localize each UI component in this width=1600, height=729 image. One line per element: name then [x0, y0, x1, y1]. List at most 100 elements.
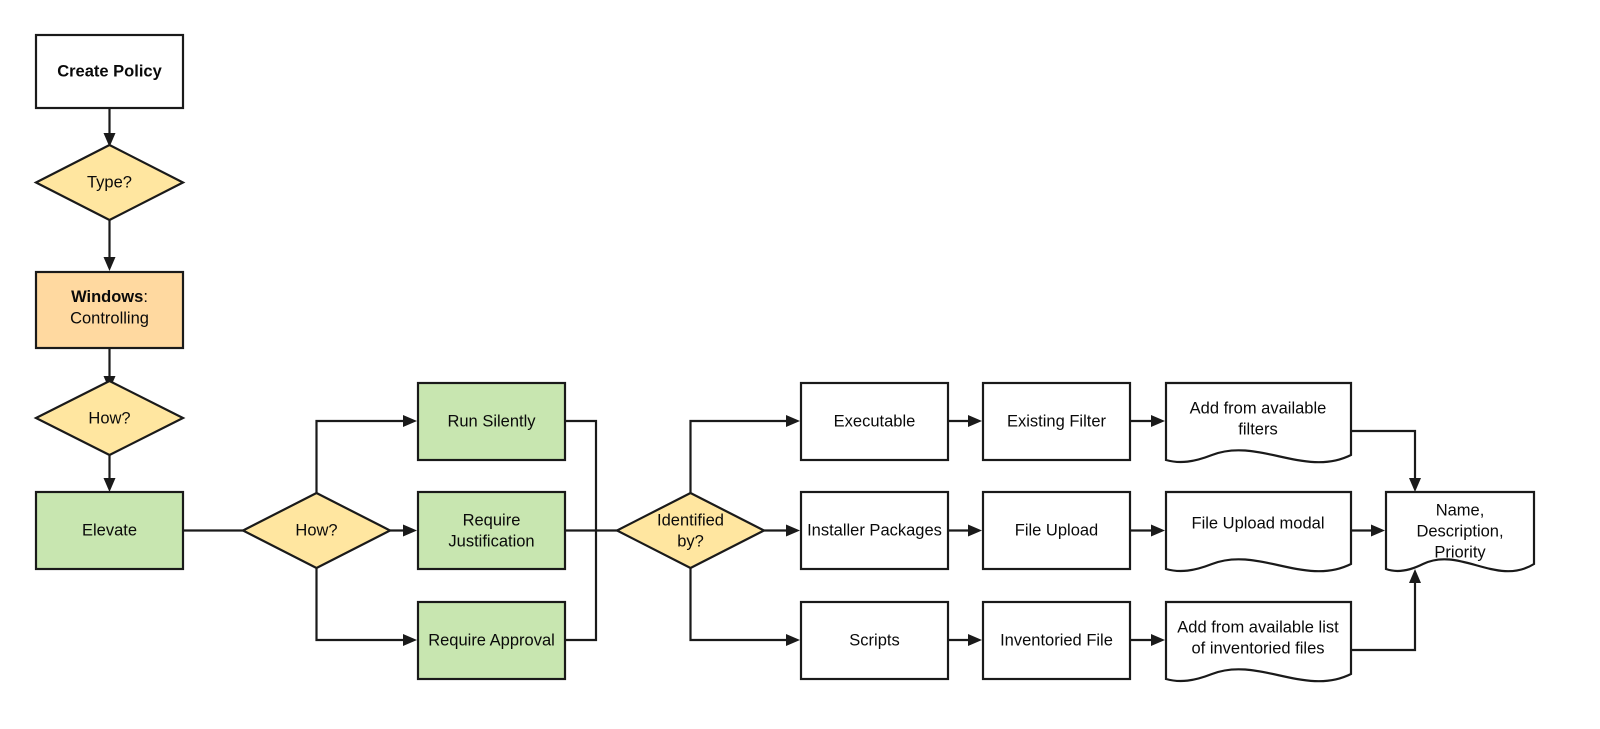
require-justification-label-line2: Justification	[448, 532, 534, 550]
how-decision-2-diamond[interactable]	[240, 491, 393, 570]
edge-how2-to-run-silently	[315, 415, 417, 493]
edge-require-approval-to-identified-by	[565, 530, 598, 642]
create-policy-label: Create Policy	[57, 62, 162, 80]
arrowhead-icon	[103, 257, 116, 271]
run-silently-box[interactable]	[416, 381, 567, 462]
node-elevate[interactable]: Elevate	[34, 490, 185, 571]
node-type-decision[interactable]: Type?	[33, 143, 186, 222]
executable-label: Executable	[834, 412, 916, 430]
arrowhead-icon	[403, 524, 417, 537]
node-scripts[interactable]: Scripts	[799, 600, 950, 681]
windows-controlling-label-line1: Windows:	[71, 288, 148, 306]
edge-how1-to-elevate	[103, 455, 116, 492]
existing-filter-box[interactable]	[981, 381, 1132, 462]
edge-scripts-to-inventoried-file	[948, 634, 982, 646]
inventoried-file-box[interactable]	[981, 600, 1132, 681]
node-require-approval[interactable]: Require Approval	[416, 600, 567, 681]
file-upload-modal-label: File Upload modal	[1192, 514, 1325, 532]
edge-inventoried-file-to-add-inventoried-list	[1130, 634, 1165, 646]
type-decision-diamond[interactable]	[33, 143, 186, 222]
how-decision-2-label: How?	[295, 521, 337, 539]
arrowhead-icon	[786, 415, 800, 427]
node-inventoried-file[interactable]: Inventoried File	[981, 600, 1132, 681]
node-identified-by-decision[interactable]: Identified by?	[614, 491, 767, 570]
name-description-priority-document[interactable]	[1384, 490, 1536, 573]
arrowhead-icon	[403, 415, 417, 427]
edge-identified-by-to-executable	[689, 415, 800, 493]
node-add-from-available-filters[interactable]: Add from available filters	[1164, 381, 1353, 464]
require-justification-label-line1: Require	[463, 511, 521, 529]
node-how-decision-1[interactable]: How?	[33, 379, 186, 457]
node-run-silently[interactable]: Run Silently	[416, 381, 567, 462]
file-upload-box[interactable]	[981, 490, 1132, 571]
node-executable[interactable]: Executable	[799, 381, 950, 462]
edge-existing-filter-to-add-filters	[1130, 415, 1165, 427]
type-decision-label: Type?	[87, 173, 132, 191]
name-description-priority-label-line1: Name,	[1436, 501, 1485, 519]
installer-packages-box[interactable]	[799, 490, 950, 571]
edge-run-silently-to-identified-by	[565, 419, 598, 531]
elevate-label: Elevate	[82, 521, 137, 539]
edge-type-to-windows	[103, 220, 116, 271]
edge-add-inventoried-list-to-name-description-priority	[1351, 569, 1421, 652]
arrowhead-icon	[103, 478, 116, 492]
windows-controlling-box[interactable]	[34, 270, 185, 350]
arrowhead-icon	[1151, 634, 1165, 646]
node-file-upload-modal[interactable]: File Upload modal	[1164, 490, 1353, 573]
node-add-from-inventoried-list[interactable]: Add from available list of inventoried f…	[1164, 600, 1353, 683]
executable-box[interactable]	[799, 381, 950, 462]
add-from-available-filters-document[interactable]	[1164, 381, 1353, 464]
arrowhead-icon	[968, 634, 982, 646]
edge-how2-to-require-justification	[390, 524, 417, 537]
add-from-inventoried-list-label-line1: Add from available list	[1177, 618, 1339, 636]
edge-create-policy-to-type	[103, 108, 116, 147]
existing-filter-label: Existing Filter	[1007, 412, 1107, 430]
arrowhead-icon	[968, 415, 982, 427]
edge-identified-by-to-installer-packages	[764, 524, 800, 537]
file-upload-label: File Upload	[1015, 521, 1098, 539]
arrowhead-icon	[1151, 415, 1165, 427]
identified-by-decision-diamond[interactable]	[614, 491, 767, 570]
node-file-upload[interactable]: File Upload	[981, 490, 1132, 571]
elevate-box[interactable]	[34, 490, 185, 571]
arrowhead-icon	[1409, 569, 1421, 583]
arrowhead-icon	[1371, 524, 1385, 537]
installer-packages-label: Installer Packages	[807, 521, 942, 539]
node-name-description-priority[interactable]: Name, Description, Priority	[1384, 490, 1536, 573]
arrowhead-icon	[786, 634, 800, 646]
require-justification-box[interactable]	[416, 490, 567, 571]
add-from-inventoried-list-label-line2: of inventoried files	[1192, 639, 1325, 657]
node-require-justification[interactable]: Require Justification	[416, 490, 567, 571]
node-installer-packages[interactable]: Installer Packages	[799, 490, 950, 571]
edge-file-upload-modal-to-name-description-priority	[1351, 524, 1385, 537]
require-approval-label: Require Approval	[428, 631, 555, 649]
edge-file-upload-to-file-upload-modal	[1130, 524, 1165, 537]
node-existing-filter[interactable]: Existing Filter	[981, 381, 1132, 462]
edge-add-filters-to-name-description-priority	[1351, 429, 1421, 492]
require-approval-box[interactable]	[416, 600, 567, 681]
scripts-box[interactable]	[799, 600, 950, 681]
identified-by-label-line1: Identified	[657, 511, 724, 529]
windows-controlling-colon: :	[143, 288, 148, 306]
create-policy-box[interactable]	[34, 33, 185, 110]
add-from-available-filters-label-line1: Add from available	[1190, 399, 1327, 417]
add-from-inventoried-list-document[interactable]	[1164, 600, 1353, 683]
how-decision-1-diamond[interactable]	[33, 379, 186, 457]
file-upload-modal-document[interactable]	[1164, 490, 1353, 573]
how-decision-1-label: How?	[88, 409, 130, 427]
edge-executable-to-existing-filter	[948, 415, 982, 427]
name-description-priority-label-line2: Description,	[1416, 522, 1503, 540]
add-from-available-filters-label-line2: filters	[1238, 420, 1277, 438]
node-how-decision-2[interactable]: How?	[240, 491, 393, 570]
scripts-label: Scripts	[849, 631, 899, 649]
run-silently-label: Run Silently	[447, 412, 536, 430]
inventoried-file-label: Inventoried File	[1000, 631, 1113, 649]
node-windows-controlling[interactable]: Windows: Controlling	[34, 270, 185, 350]
windows-controlling-label-line2: Controlling	[70, 309, 149, 327]
node-create-policy[interactable]: Create Policy	[34, 33, 185, 110]
edge-installer-packages-to-file-upload	[948, 524, 982, 537]
arrowhead-icon	[1151, 524, 1165, 537]
arrowhead-icon	[1409, 478, 1421, 492]
arrowhead-icon	[103, 133, 116, 147]
